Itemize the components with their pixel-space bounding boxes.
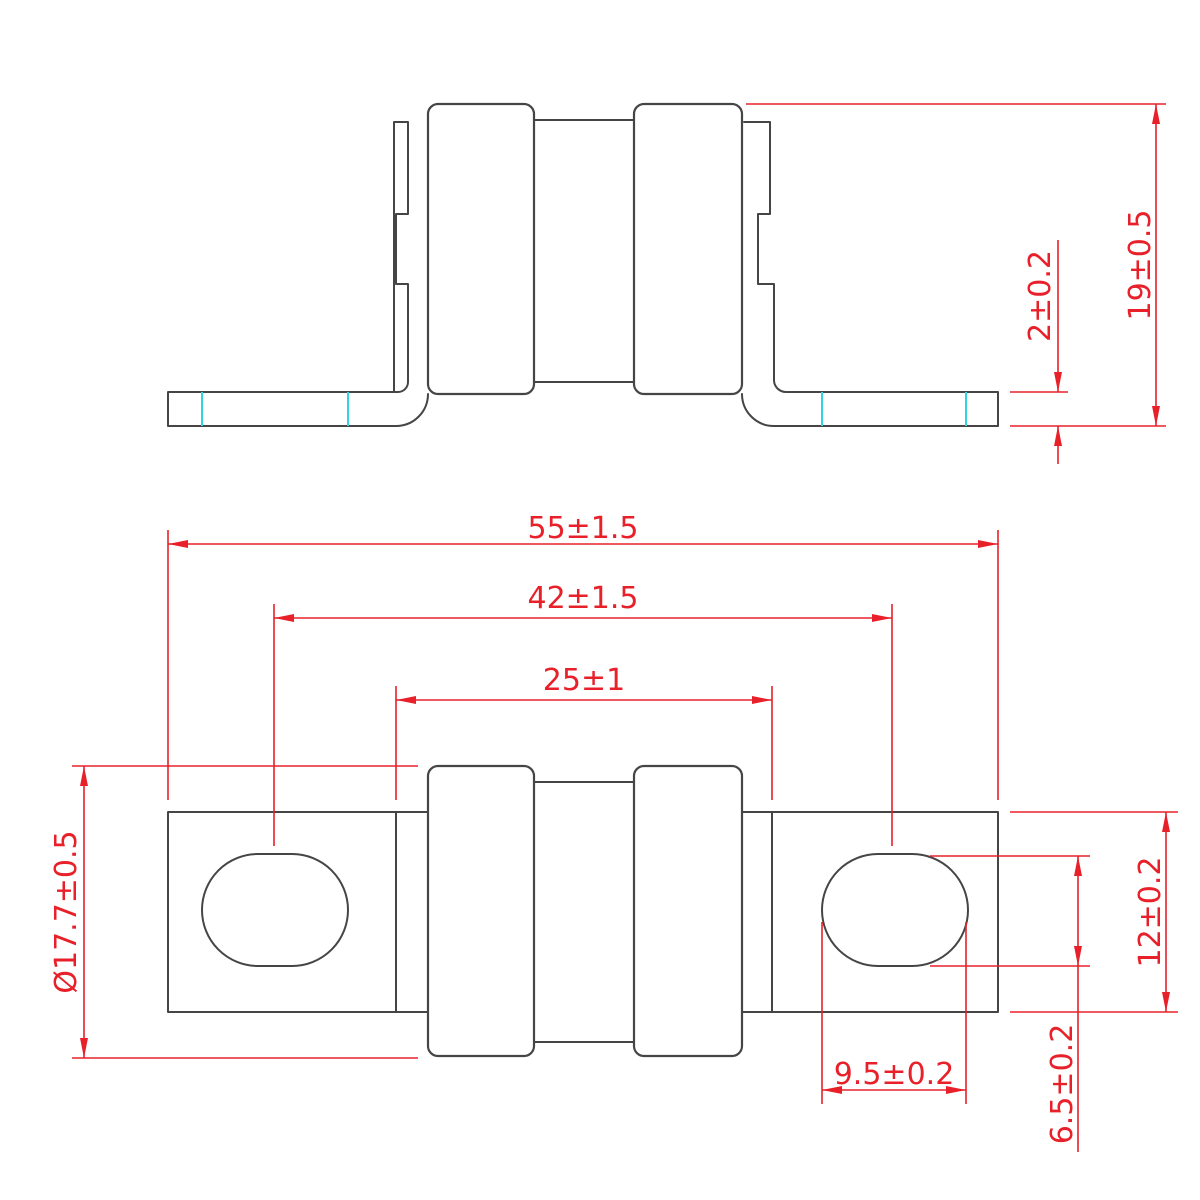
top-dimensions: 55±1.5 42±1.5 25±1 Ø17.7±0.5 12±0.2 6.5±…	[49, 511, 1178, 1152]
side-left-end-cap	[426, 102, 536, 396]
dim-body-diameter: Ø17.7±0.5	[49, 830, 84, 993]
dim-slot-height: 6.5±0.2	[1045, 1024, 1080, 1145]
dim-hole-spacing: 42±1.5	[527, 581, 638, 616]
dim-height-total: 19±0.5	[1123, 209, 1158, 320]
top-right-end-cap	[632, 764, 744, 1058]
side-right-end-cap	[632, 102, 744, 396]
side-view	[167, 102, 999, 427]
top-ceramic-body	[529, 781, 637, 1043]
dim-terminal-width: 12±0.2	[1133, 856, 1168, 967]
dim-overall-length: 55±1.5	[527, 511, 638, 546]
top-left-end-cap	[426, 764, 536, 1058]
right-mounting-slot	[821, 853, 969, 967]
dim-body-length: 25±1	[543, 663, 625, 698]
dim-terminal-thickness: 2±0.2	[1023, 250, 1058, 342]
left-mounting-slot	[201, 853, 349, 967]
top-view	[167, 764, 999, 1058]
dim-slot-width: 9.5±0.2	[834, 1057, 955, 1092]
top-right-terminal	[739, 811, 999, 1013]
side-right-terminal	[741, 121, 999, 427]
side-left-terminal	[167, 121, 429, 427]
top-left-terminal	[167, 811, 431, 1013]
side-dimensions: 19±0.5 2±0.2	[746, 103, 1166, 464]
side-ceramic-body	[529, 119, 637, 383]
